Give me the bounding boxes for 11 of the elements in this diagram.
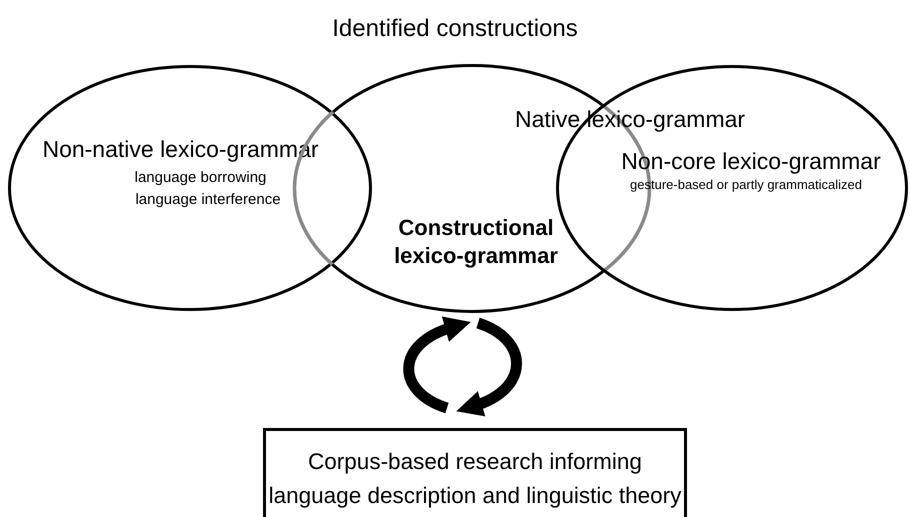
node-text: gesture-based or partly grammaticalized: [629, 177, 863, 193]
venn-ellipse: [8, 65, 372, 311]
node-heading: Non-core lexico-grammar: [620, 147, 882, 175]
node-heading: Non-native lexico-grammar: [41, 135, 320, 163]
region-label: Native lexico-grammar: [515, 105, 746, 133]
node-heading: Constructional lexico-grammar: [393, 214, 559, 270]
diagram-title: Identified constructions: [331, 14, 579, 44]
node-heading: Corpus-based research informing language description and linguistic theory: [268, 448, 682, 510]
process-box: [263, 428, 687, 517]
node-text: language borrowing: [134, 168, 268, 187]
node-text: language interference: [134, 190, 282, 209]
